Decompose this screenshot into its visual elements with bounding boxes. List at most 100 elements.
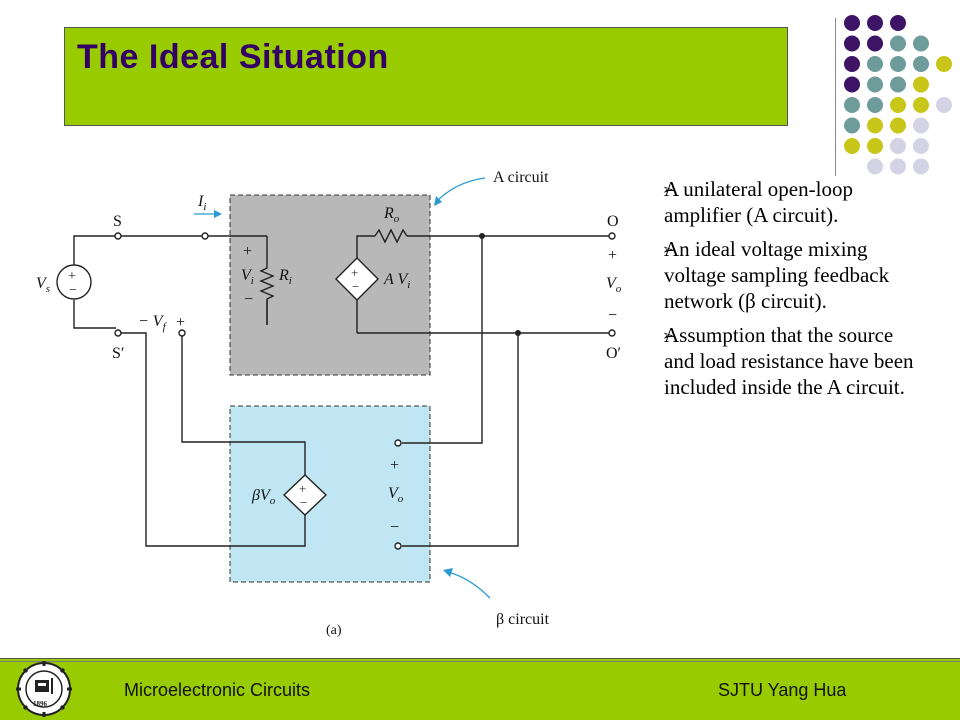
decorative-dot	[890, 158, 906, 175]
arrow-bullet-icon: ➢	[662, 243, 674, 258]
decorative-dot	[867, 117, 883, 134]
feedback-circuit-diagram: + − + − + − A circuit β circuit (a) S S′…	[36, 169, 622, 638]
decorative-dot	[913, 158, 929, 175]
terminal-s-prime	[114, 329, 122, 337]
bullet-text: An ideal voltage mixing voltage sampling…	[664, 237, 890, 313]
footer-bar	[0, 658, 960, 720]
bullet-item: ➢ Assumption that the source and load re…	[662, 322, 914, 400]
decorative-dot	[844, 97, 860, 113]
title-bar: The Ideal Situation	[64, 27, 788, 126]
sjtu-logo-icon: 1896	[16, 661, 72, 717]
decorative-dot	[913, 138, 929, 154]
beta-circuit-pointer-arrow	[447, 571, 491, 599]
node-s-prime-label: S′	[112, 345, 124, 362]
vf-label: − Vf	[138, 313, 168, 333]
dependent-source-beta-vo-icon	[282, 474, 328, 516]
avi-label: A Vi	[383, 271, 410, 291]
vi-minus-sign: −	[244, 291, 253, 308]
decorative-dot	[867, 35, 883, 52]
beta-vo-label: βVo	[251, 487, 276, 507]
terminal-o	[608, 232, 616, 240]
junction-dot	[479, 233, 485, 239]
bullet-text: Assumption that the source and load resi…	[664, 323, 914, 399]
decorative-dot	[867, 15, 883, 31]
footer-author: SJTU Yang Hua	[718, 680, 847, 700]
decorative-dot-grid	[844, 15, 952, 175]
vf-plus-sign: +	[176, 314, 185, 331]
decorative-dot	[890, 97, 906, 113]
arrow-bullet-icon: ➢	[662, 329, 674, 344]
logo-year: 1896	[33, 700, 48, 708]
figure-caption: (a)	[326, 623, 342, 638]
decorative-dot	[844, 35, 860, 52]
decorative-dot	[913, 35, 929, 52]
decorative-dot	[867, 76, 883, 93]
node-o-label: O	[607, 213, 619, 230]
vi-label: Vi	[241, 267, 254, 287]
a-circuit-label: A circuit	[493, 169, 549, 186]
terminal-beta-top	[394, 439, 402, 447]
node-o-prime-label: O′	[606, 345, 621, 362]
bullet-item: ➢ An ideal voltage mixing voltage sampli…	[662, 236, 914, 314]
decorative-dot	[867, 158, 883, 175]
beta-vo-input-label: Vo	[388, 485, 404, 505]
page-title: The Ideal Situation	[77, 38, 389, 76]
vo-plus-sign: +	[608, 247, 617, 264]
dependent-source-avi-icon	[335, 257, 379, 301]
decorative-dot	[844, 56, 860, 72]
junction-dot	[515, 330, 521, 336]
ii-label: Ii	[197, 193, 206, 213]
decorative-dot	[890, 138, 906, 154]
svg-text:−: −	[300, 495, 307, 510]
vo-output-label: Vo	[606, 275, 622, 295]
terminal-vf-plus	[178, 329, 186, 337]
beta-circuit-label: β circuit	[496, 611, 550, 628]
terminal-beta-bottom	[394, 542, 402, 550]
decorative-dot	[867, 138, 883, 154]
decorative-dot	[844, 138, 860, 154]
a-circuit-pointer-arrow	[434, 177, 486, 204]
bullet-text: A unilateral open-loop amplifier (A circ…	[664, 177, 853, 227]
ri-label: Ri	[278, 267, 292, 287]
divider-line	[835, 18, 836, 176]
decorative-dot	[913, 76, 929, 93]
decorative-dot	[890, 35, 906, 52]
decorative-dot	[867, 97, 883, 113]
decorative-dot	[890, 117, 906, 134]
beta-vo-plus-sign: +	[390, 457, 399, 474]
decorative-dot	[936, 56, 952, 72]
terminal-a-input-top	[201, 232, 209, 240]
terminal-o-prime	[608, 329, 616, 337]
decorative-dot	[936, 97, 952, 113]
svg-text:+: +	[351, 265, 358, 280]
terminal-s	[114, 232, 122, 240]
node-s-label: S	[113, 213, 122, 230]
decorative-dot	[844, 15, 860, 31]
bullet-item: ➢ A unilateral open-loop amplifier (A ci…	[662, 176, 914, 228]
circuit-wires	[73, 228, 612, 547]
decorative-dot	[844, 76, 860, 93]
decorative-dot	[913, 117, 929, 134]
decorative-dot	[890, 15, 906, 31]
footer-course-title: Microelectronic Circuits	[124, 680, 311, 700]
svg-text:−: −	[69, 283, 77, 298]
beta-circuit-box	[229, 405, 431, 583]
decorative-dot	[890, 56, 906, 72]
vi-plus-sign: +	[243, 243, 252, 260]
vs-label: Vs	[36, 275, 50, 295]
arrow-bullet-icon: ➢	[662, 183, 674, 198]
decorative-dot	[913, 56, 929, 72]
decorative-dot	[890, 76, 906, 93]
beta-vo-minus-sign: −	[390, 519, 399, 536]
a-circuit-box	[229, 194, 431, 376]
footer-divider	[0, 661, 960, 662]
decorative-dot	[844, 117, 860, 134]
decorative-dot	[913, 97, 929, 113]
svg-text:−: −	[352, 279, 359, 294]
bullet-list: ➢ A unilateral open-loop amplifier (A ci…	[662, 176, 914, 408]
svg-text:+: +	[299, 481, 306, 496]
vo-minus-sign: −	[608, 307, 617, 324]
decorative-dot	[867, 56, 883, 72]
svg-text:+: +	[68, 269, 76, 284]
voltage-source-icon	[56, 264, 92, 300]
